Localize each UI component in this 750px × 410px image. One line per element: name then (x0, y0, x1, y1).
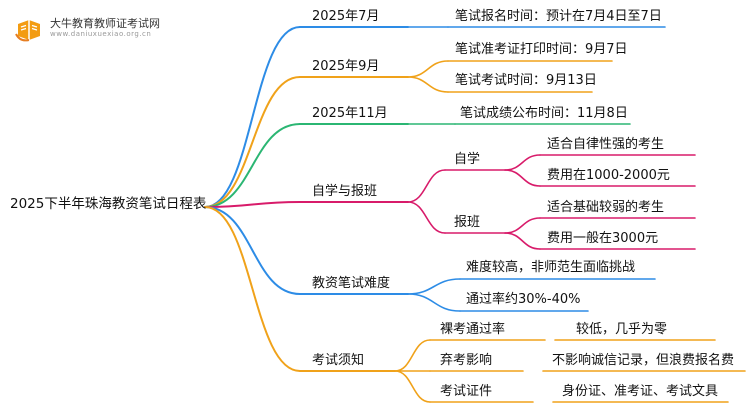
leaf-label[interactable]: 笔试报名时间：预计在7月4日至7日 (455, 9, 662, 24)
leaf-label[interactable]: 不影响诚信记录，但浪费报名费 (552, 353, 735, 368)
leaf-connector (407, 76, 449, 93)
branch-connector (204, 206, 301, 372)
sub-branch-label[interactable]: 自学 (454, 152, 481, 167)
leaf-label[interactable]: 笔试准考证打印时间：9月7日 (455, 42, 628, 57)
sub-branch-label[interactable]: 考试证件 (440, 384, 493, 399)
branch-connector (204, 123, 301, 208)
sub-connector (394, 339, 431, 372)
leaf-label[interactable]: 笔试考试时间：9月13日 (455, 73, 597, 88)
logo-title: 大牛教育教师证考试网 (50, 17, 160, 30)
branch-label[interactable]: 2025年9月 (312, 59, 380, 74)
branch-label[interactable]: 考试须知 (312, 353, 365, 368)
logo-url: www.daniuxuexiao.org.cn (50, 30, 152, 38)
branch-label[interactable]: 自学与报班 (312, 184, 378, 199)
leaf-connector (407, 293, 461, 312)
leaf-label[interactable]: 较低，几乎为零 (576, 322, 668, 337)
site-logo[interactable]: 大牛教育教师证考试网 www.daniuxuexiao.org.cn (14, 12, 164, 46)
leaf-label[interactable]: 身份证、准考证、考试文具 (562, 384, 719, 399)
sub-connector (407, 201, 446, 234)
branch-label[interactable]: 2025年11月 (312, 106, 388, 121)
leaf-connector (504, 169, 541, 187)
sub-branch-label[interactable]: 弃考影响 (440, 353, 493, 368)
leaf-label[interactable]: 通过率约30%-40% (466, 292, 581, 307)
leaf-connector (407, 60, 449, 78)
book-hand-icon (15, 20, 40, 42)
leaf-connector (407, 278, 461, 295)
leaf-connector (504, 154, 541, 171)
sub-branch-label[interactable]: 裸考通过率 (440, 322, 506, 337)
sub-connector (407, 169, 446, 203)
branch-connector (204, 201, 301, 208)
branch-connector (204, 26, 301, 208)
leaf-label[interactable]: 费用一般在3000元 (547, 231, 659, 246)
leaf-label[interactable]: 适合自律性强的考生 (547, 137, 665, 152)
leaf-connector (504, 217, 541, 234)
branch-connector (204, 206, 301, 295)
leaf-label[interactable]: 难度较高，非师范生面临挑战 (466, 260, 636, 275)
mindmap-root[interactable]: 2025下半年珠海教资笔试日程表 (10, 196, 207, 212)
branch-label[interactable]: 2025年7月 (312, 9, 380, 24)
leaf-label[interactable]: 笔试成绩公布时间：11月8日 (460, 106, 628, 121)
branch-label[interactable]: 教资笔试难度 (312, 276, 391, 291)
leaf-label[interactable]: 费用在1000-2000元 (547, 168, 670, 183)
leaf-label[interactable]: 适合基础较弱的考生 (547, 200, 665, 215)
sub-connector (394, 370, 431, 403)
sub-branch-label[interactable]: 报班 (454, 215, 481, 230)
branch-connector (204, 76, 301, 208)
leaf-connector (504, 232, 541, 250)
